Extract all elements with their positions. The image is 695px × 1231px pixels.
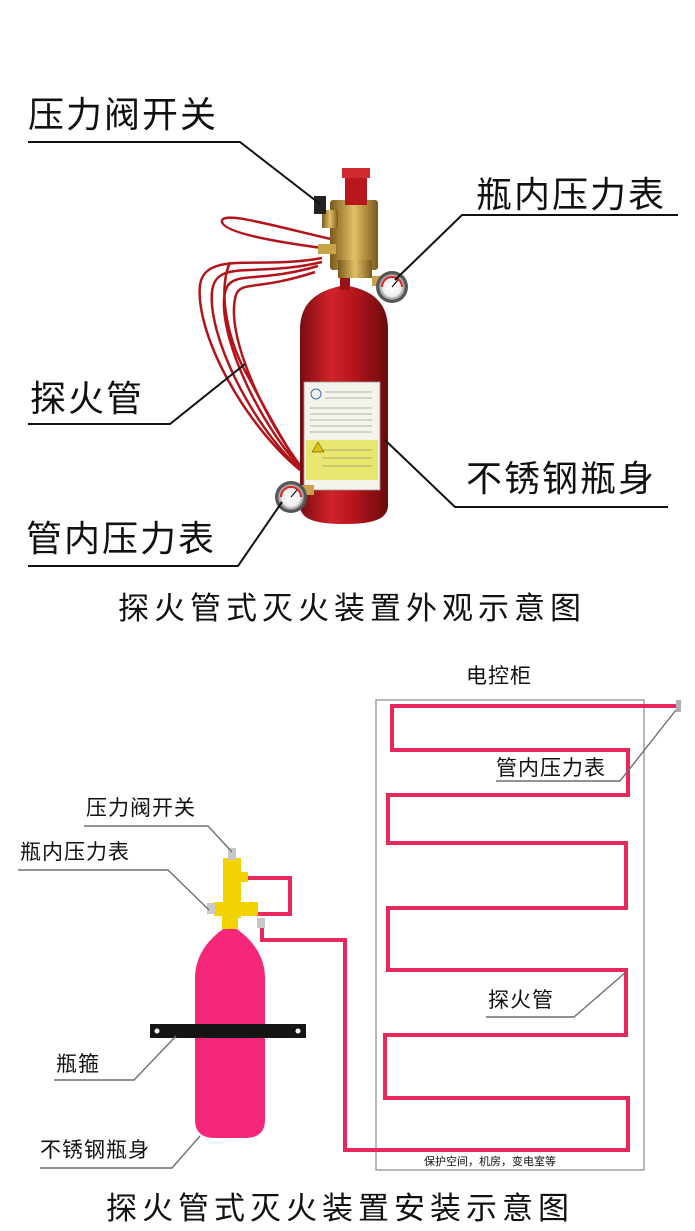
cabinet-note: 保护空间，机房，变电室等 <box>424 1155 556 1168</box>
installation-schematic <box>18 699 681 1171</box>
bottom-label-detection-tube: 探火管 <box>488 988 554 1012</box>
bottle-pressure-gauge <box>372 271 408 303</box>
coiled-detection-tube <box>198 216 336 481</box>
label-bottle-gauge: 瓶内压力表 <box>476 175 667 216</box>
label-steel-body: 不锈钢瓶身 <box>466 459 657 500</box>
cabinet-title: 电控柜 <box>466 664 532 688</box>
detection-tube-serpentine <box>260 704 678 1152</box>
bottom-label-bottle-gauge: 瓶内压力表 <box>20 840 130 864</box>
valve-loop-tube <box>246 876 292 916</box>
caption-installation: 探火管式灭火装置安装示意图 <box>106 1191 574 1227</box>
label-detection-tube: 探火管 <box>30 379 145 420</box>
tube-pressure-gauge <box>275 481 314 513</box>
bottom-label-valve-switch: 压力阀开关 <box>86 796 196 820</box>
bottom-leader-lines <box>18 709 677 1169</box>
appearance-illustration <box>28 141 678 567</box>
label-tube-gauge: 管内压力表 <box>26 519 217 560</box>
cylinder-body <box>300 270 388 524</box>
tube-end-gauge <box>676 700 681 712</box>
bottom-label-steel-body: 不锈钢瓶身 <box>40 1138 150 1162</box>
bottom-label-tube-gauge: 管内压力表 <box>496 756 606 780</box>
control-cabinet <box>375 699 645 1171</box>
top-leader-lines <box>28 141 678 567</box>
label-valve-switch: 压力阀开关 <box>28 95 219 136</box>
caption-appearance: 探火管式灭火装置外观示意图 <box>118 591 586 627</box>
schematic-hoop <box>150 1024 306 1038</box>
bottom-label-bottle-hoop: 瓶箍 <box>56 1052 100 1076</box>
valve-assembly <box>314 168 378 278</box>
schematic-valve <box>207 848 265 928</box>
